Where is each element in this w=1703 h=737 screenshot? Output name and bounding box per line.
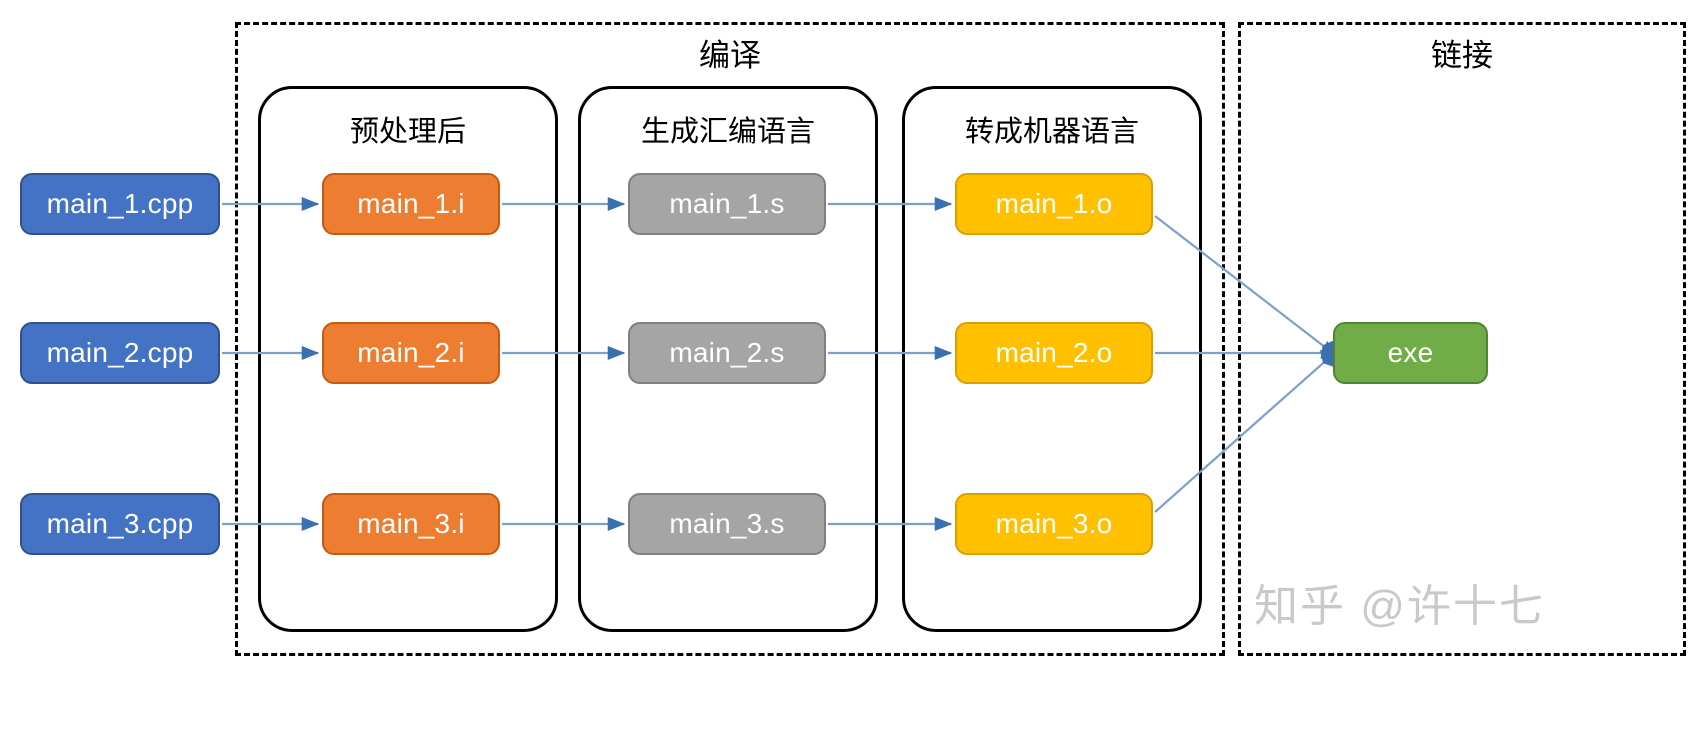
node-object-3[interactable]: main_3.o <box>955 493 1153 555</box>
stage-label-machine: 转成机器语言 <box>964 116 1139 148</box>
watermark-text: 知乎 @许十七 <box>1254 582 1545 631</box>
phase-title-compile: 编译 <box>699 38 761 73</box>
node-executable[interactable]: exe <box>1333 322 1488 384</box>
node-preprocessed-1[interactable]: main_1.i <box>322 173 500 235</box>
node-preprocessed-3[interactable]: main_3.i <box>322 493 500 555</box>
node-assembly-3[interactable]: main_3.s <box>628 493 826 555</box>
node-source-1[interactable]: main_1.cpp <box>20 173 220 235</box>
node-object-1[interactable]: main_1.o <box>955 173 1153 235</box>
node-assembly-1[interactable]: main_1.s <box>628 173 826 235</box>
stage-label-assembly: 生成汇编语言 <box>640 116 815 148</box>
node-assembly-2[interactable]: main_2.s <box>628 322 826 384</box>
node-source-2[interactable]: main_2.cpp <box>20 322 220 384</box>
node-preprocessed-2[interactable]: main_2.i <box>322 322 500 384</box>
node-object-2[interactable]: main_2.o <box>955 322 1153 384</box>
node-source-3[interactable]: main_3.cpp <box>20 493 220 555</box>
phase-title-link: 链接 <box>1431 38 1493 73</box>
stage-label-preprocess: 预处理后 <box>349 116 466 148</box>
